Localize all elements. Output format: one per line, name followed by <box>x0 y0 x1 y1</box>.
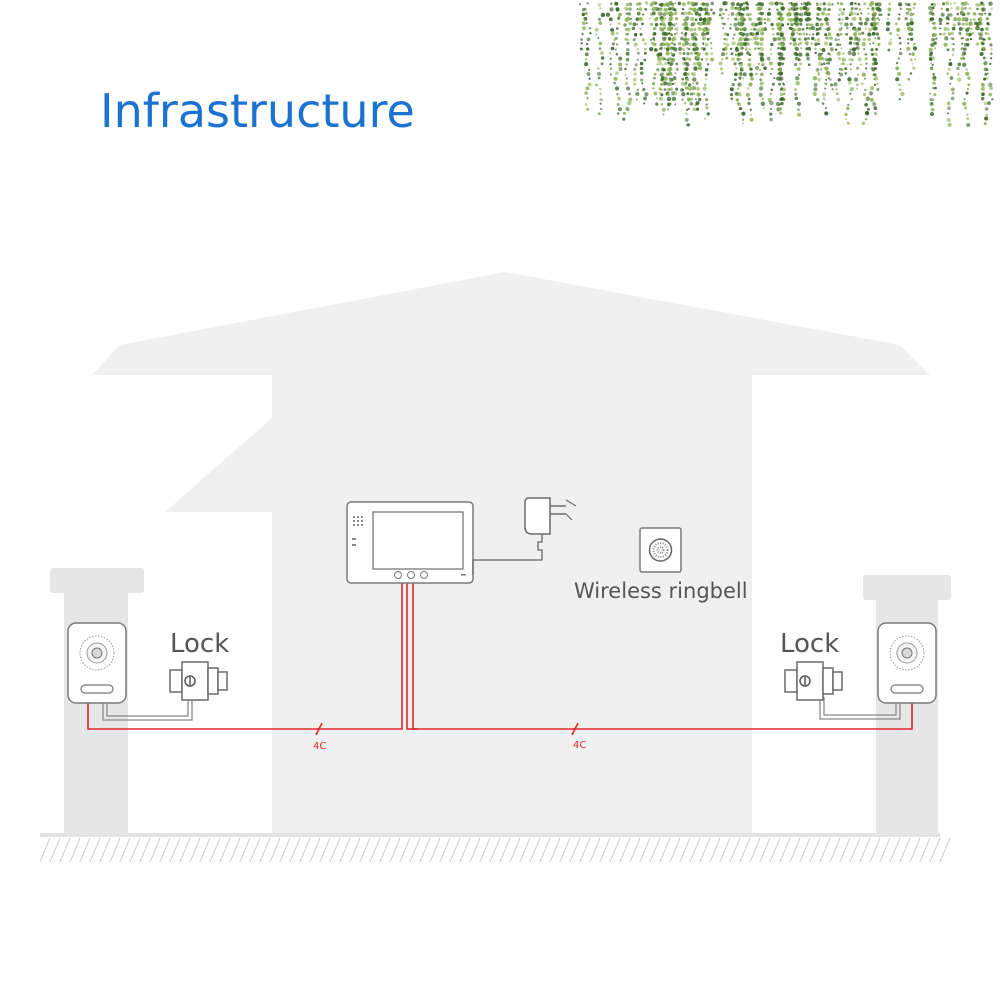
lock-icon <box>784 661 843 701</box>
door-camera-icon <box>67 622 127 704</box>
house-wall <box>272 375 752 835</box>
lock-cables <box>102 697 901 721</box>
red-wires <box>87 583 913 736</box>
ringbell-label: Wireless ringbell <box>574 579 748 603</box>
house-silhouette <box>92 272 930 835</box>
wire-tick-left <box>315 722 323 736</box>
house-roof <box>92 272 930 375</box>
ground <box>39 833 951 863</box>
wire-tick-right <box>571 722 579 736</box>
wire-right-label: 4C <box>573 740 586 751</box>
lock-icon <box>169 661 228 701</box>
pillar-right <box>863 575 951 835</box>
vine-decoration <box>578 0 994 127</box>
wire-left-label: 4C <box>313 741 326 752</box>
door-camera-icon <box>877 622 937 704</box>
house-side-eave <box>165 418 272 512</box>
wireless-ringbell-icon <box>639 527 682 573</box>
page-title: Infrastructure <box>100 84 415 138</box>
power-adapter-icon <box>472 497 577 575</box>
lock-right-label: Lock <box>780 629 839 659</box>
lock-left-label: Lock <box>170 629 229 659</box>
indoor-monitor-icon <box>346 501 474 584</box>
